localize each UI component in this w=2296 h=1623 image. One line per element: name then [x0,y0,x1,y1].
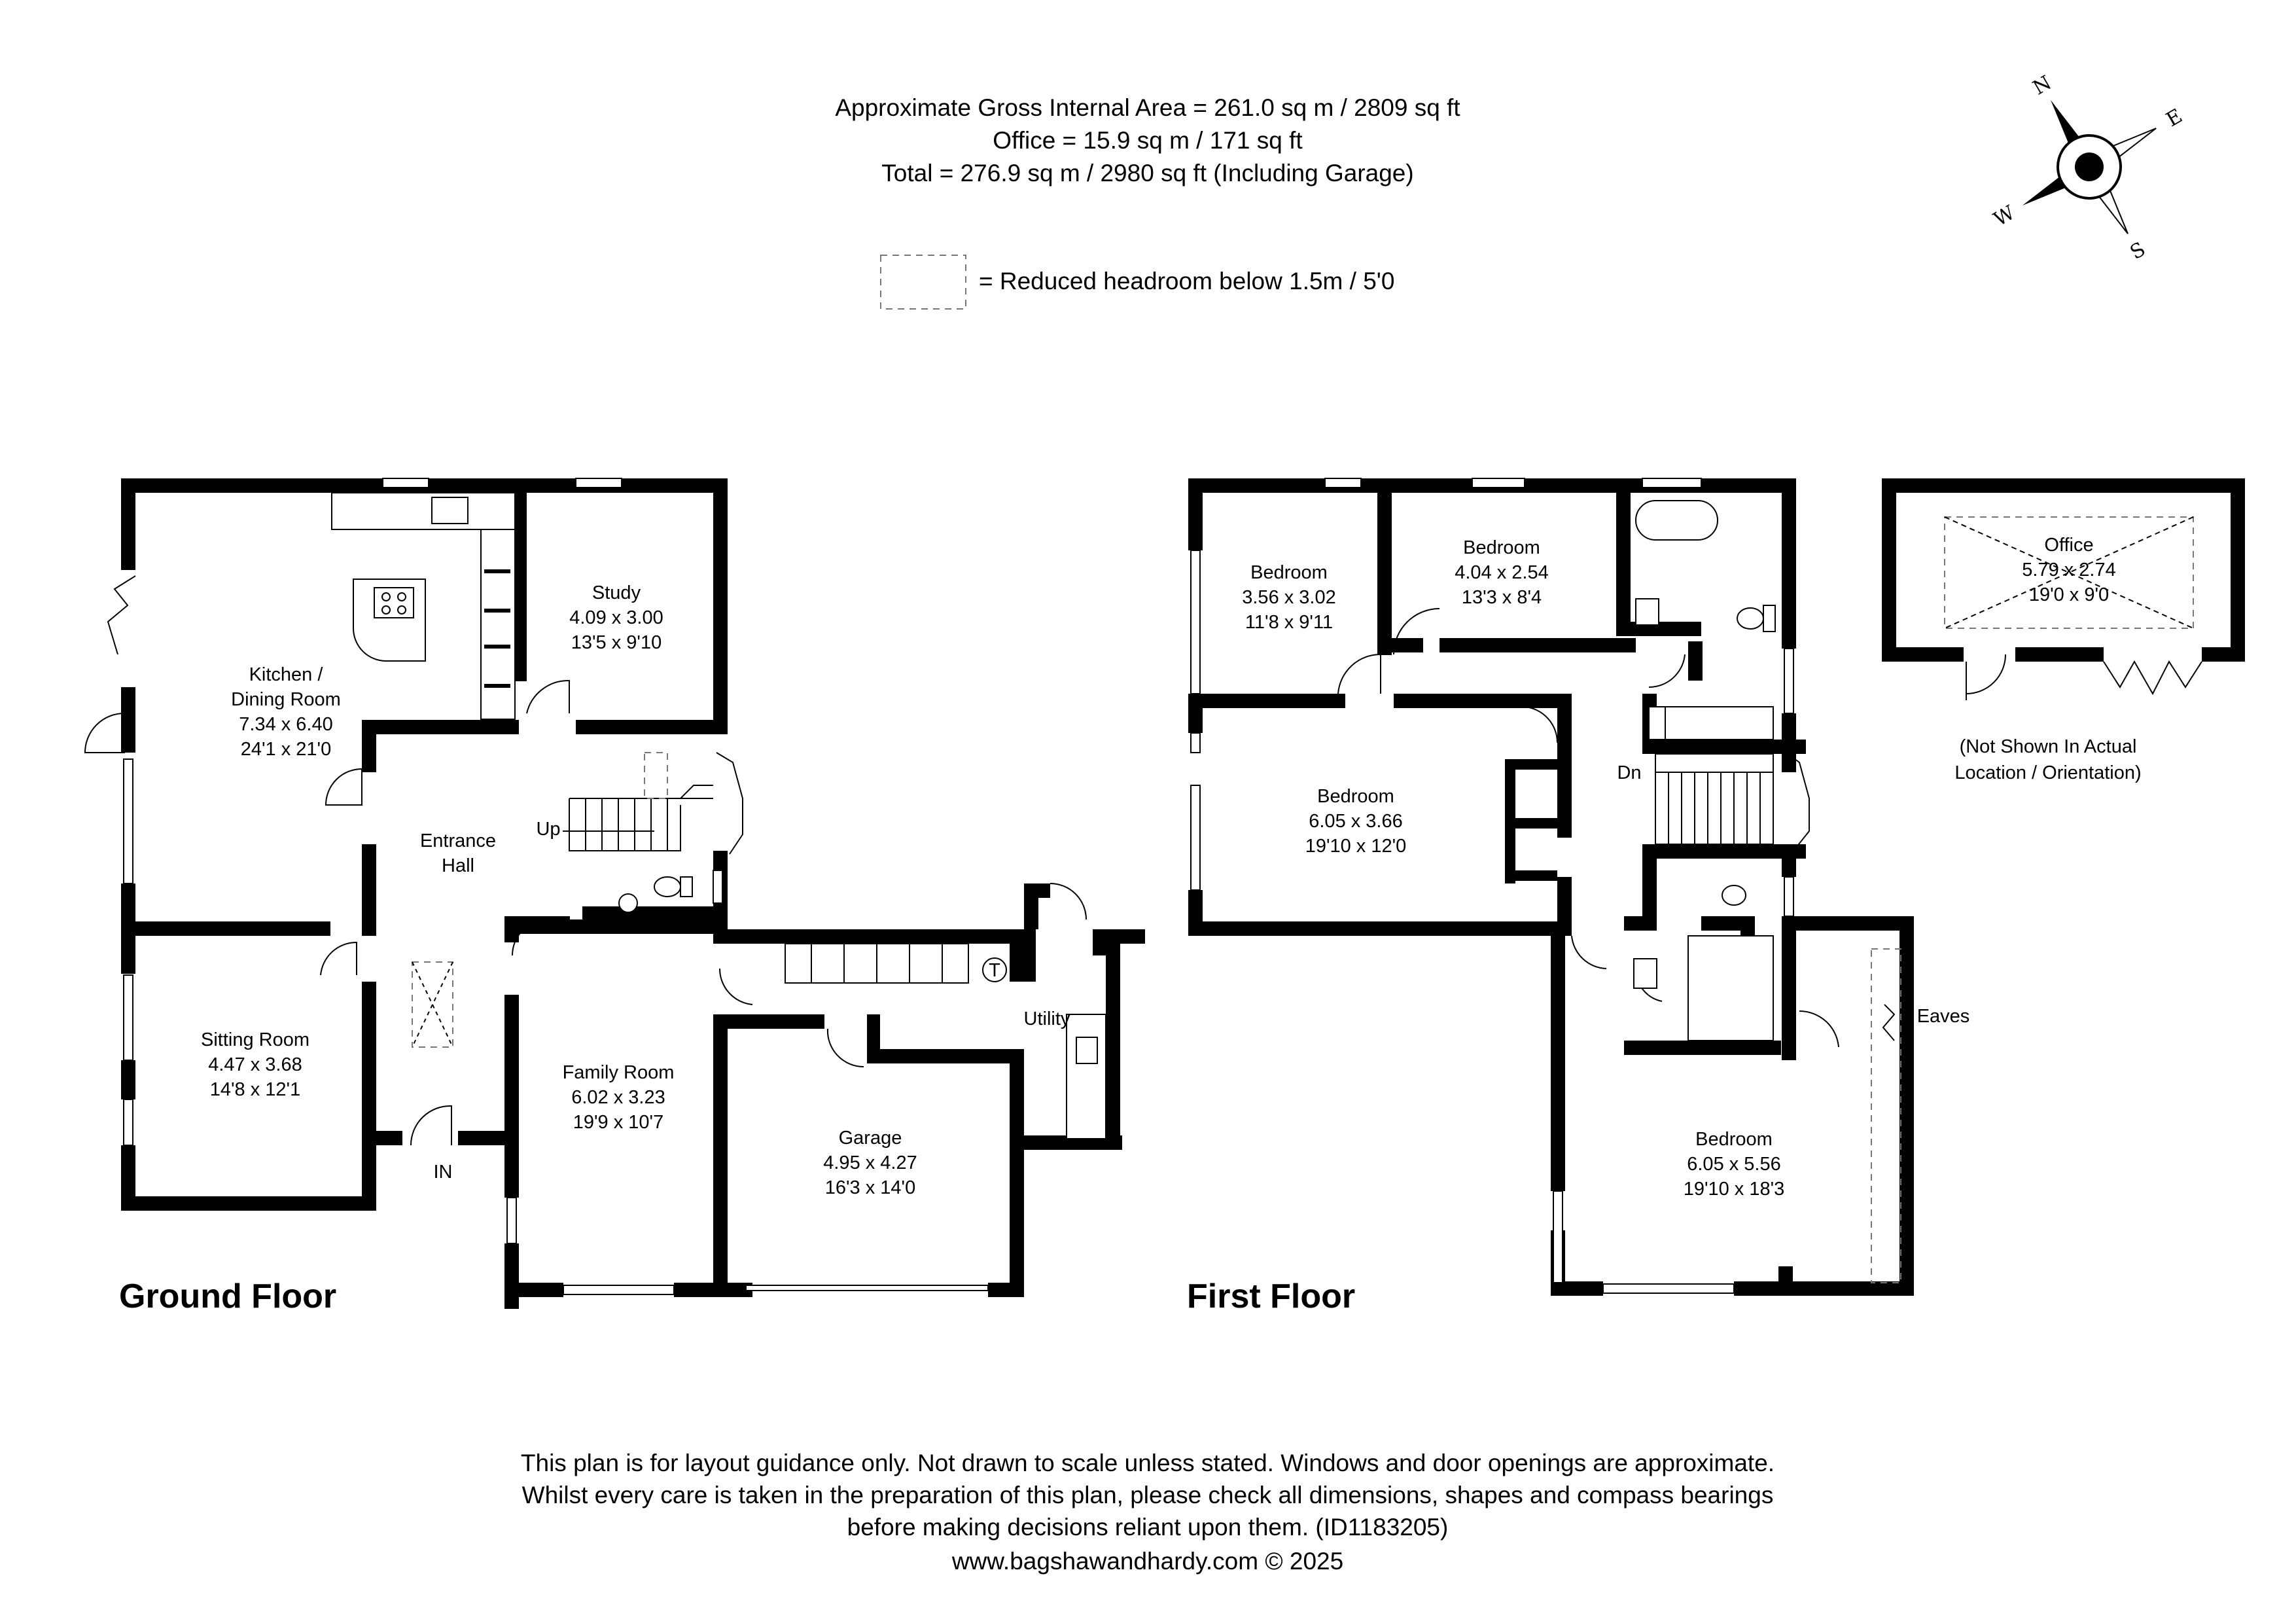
office-note-1: (Not Shown In Actual [1960,736,2137,757]
tank-icon [982,957,1007,982]
sitting-imperial: 14'8 x 12'1 [210,1079,300,1100]
study-name: Study [592,582,641,603]
disclaimer-line-1: This plan is for layout guidance only. N… [521,1450,1775,1476]
stairs-up-label: Up [536,819,560,840]
compass-s: S [2127,238,2149,264]
disclaimer: This plan is for layout guidance only. N… [521,1450,1775,1575]
garage-storage: T [785,943,1106,1139]
total-area-text: Total = 276.9 sq m / 2980 sq ft (Includi… [881,160,1413,187]
room-bedroom-1: Bedroom 3.56 x 3.02 11'8 x 9'11 [1242,562,1336,633]
hob-icon [374,587,414,618]
room-kitchen-dining: Kitchen / Dining Room 7.34 x 6.40 24'1 x… [231,664,341,760]
room-family: Family Room 6.02 x 3.23 19'9 x 10'7 [563,1062,675,1133]
entrance-name: Entrance [420,830,496,851]
ground-floor-title: Ground Floor [119,1277,336,1315]
ground-floor-plan: T Kitchen / Dining Room 7.34 x 6.40 24'1… [84,478,1145,1315]
ground-floor-walls [121,478,1145,1309]
bed4-imperial: 19'10 x 18'3 [1684,1179,1785,1200]
gross-area-text: Approximate Gross Internal Area = 261.0 … [835,94,1460,121]
reduced-headroom-swatch [880,255,966,310]
bed2-imperial: 13'3 x 8'4 [1462,587,1542,608]
first-floor-windows [1190,478,1810,1294]
room-garage: Garage 4.95 x 4.27 16'3 x 14'0 [823,1128,917,1198]
family-metric: 6.02 x 3.23 [571,1087,665,1108]
reduced-headroom-text: = Reduced headroom below 1.5m / 5'0 [979,268,1394,294]
compass-rose-icon: N E S W [1990,71,2186,264]
ground-floor-doors [84,575,1087,1146]
disclaimer-line-2: Whilst every care is taken in the prepar… [522,1482,1774,1508]
sitting-name: Sitting Room [201,1029,309,1050]
utility-sink-icon [1076,1037,1098,1064]
study-imperial: 13'5 x 9'10 [571,632,662,653]
garage-imperial: 16'3 x 14'0 [825,1177,915,1198]
compass-e: E [2163,105,2186,132]
office-note-2: Location / Orientation) [1954,762,2141,783]
office-metric: 5.79 x 2.74 [2022,560,2116,580]
first-floor-title: First Floor [1187,1277,1355,1315]
compass-n: N [2029,71,2055,99]
area-summary: Approximate Gross Internal Area = 261.0 … [835,94,1460,187]
bed2-metric: 4.04 x 2.54 [1455,562,1549,583]
tank-label: T [989,960,1000,981]
room-entrance-hall: Entrance Hall [420,830,496,876]
bed3-metric: 6.05 x 3.66 [1309,811,1403,832]
first-floor-plan: Bedroom 3.56 x 3.02 11'8 x 9'11 Bedroom … [1187,478,1969,1315]
study-metric: 4.09 x 3.00 [569,607,663,628]
bed2-name: Bedroom [1463,537,1540,558]
ground-floor-windows [123,478,989,1295]
utility-label: Utility [1024,1008,1070,1029]
bed3-name: Bedroom [1317,786,1394,807]
basin-icon [1635,598,1659,626]
room-study: Study 4.09 x 3.00 13'5 x 9'10 [569,582,663,653]
headroom-legend: = Reduced headroom below 1.5m / 5'0 [880,255,1394,310]
garage-name: Garage [839,1128,902,1149]
stairs-down-label: Dn [1617,762,1641,783]
bed1-metric: 3.56 x 3.02 [1242,587,1336,608]
bed4-name: Bedroom [1695,1129,1773,1150]
family-imperial: 19'9 x 10'7 [573,1112,663,1133]
bed3-imperial: 19'10 x 12'0 [1305,836,1407,857]
room-bedroom-3: Bedroom 6.05 x 3.66 19'10 x 12'0 [1305,786,1407,857]
entrance-name2: Hall [442,855,474,876]
toilet-icon [1737,607,1764,630]
room-bedroom-4: Bedroom 6.05 x 5.56 19'10 x 18'3 [1684,1129,1785,1200]
first-stairs [1655,753,1774,845]
room-sitting: Sitting Room 4.47 x 3.68 14'8 x 12'1 [201,1029,309,1100]
ground-wc [618,876,693,913]
kitchen-name: Kitchen / [249,664,324,685]
sitting-metric: 4.47 x 3.68 [208,1054,302,1075]
bed4-metric: 6.05 x 5.56 [1687,1154,1781,1175]
first-floor-fixtures [1633,500,1901,1283]
kitchen-imperial: 24'1 x 21'0 [241,739,331,760]
website-link[interactable]: www.bagshawandhardy.com © 2025 [951,1548,1343,1575]
room-bedroom-2: Bedroom 4.04 x 2.54 13'3 x 8'4 [1455,537,1549,608]
kitchen-metric: 7.34 x 6.40 [239,714,333,735]
eaves-label: Eaves [1917,1006,1970,1027]
family-name: Family Room [563,1062,675,1083]
office-name: Office [2044,535,2093,556]
hall-skylight [412,961,453,1048]
office-area-text: Office = 15.9 sq m / 171 sq ft [993,127,1303,154]
kitchen-name2: Dining Room [231,689,341,710]
sink-icon [431,497,468,524]
kitchen-fixtures [331,492,516,720]
bed1-name: Bedroom [1250,562,1328,583]
ground-stairs [563,752,713,851]
bath-icon [1635,500,1718,541]
ensuite-basin-icon [1633,958,1657,989]
office-plan: Office 5.79 x 2.74 19'0 x 9'0 (Not Shown… [1882,478,2245,783]
disclaimer-line-3: before making decisions reliant upon the… [847,1514,1449,1541]
first-floor-doors [1337,608,1896,1048]
garage-metric: 4.95 x 4.27 [823,1152,917,1173]
compass-w: W [1990,201,2019,231]
office-imperial: 19'0 x 9'0 [2029,584,2109,605]
entrance-in-label: IN [434,1162,453,1183]
bed1-imperial: 11'8 x 9'11 [1245,612,1333,633]
